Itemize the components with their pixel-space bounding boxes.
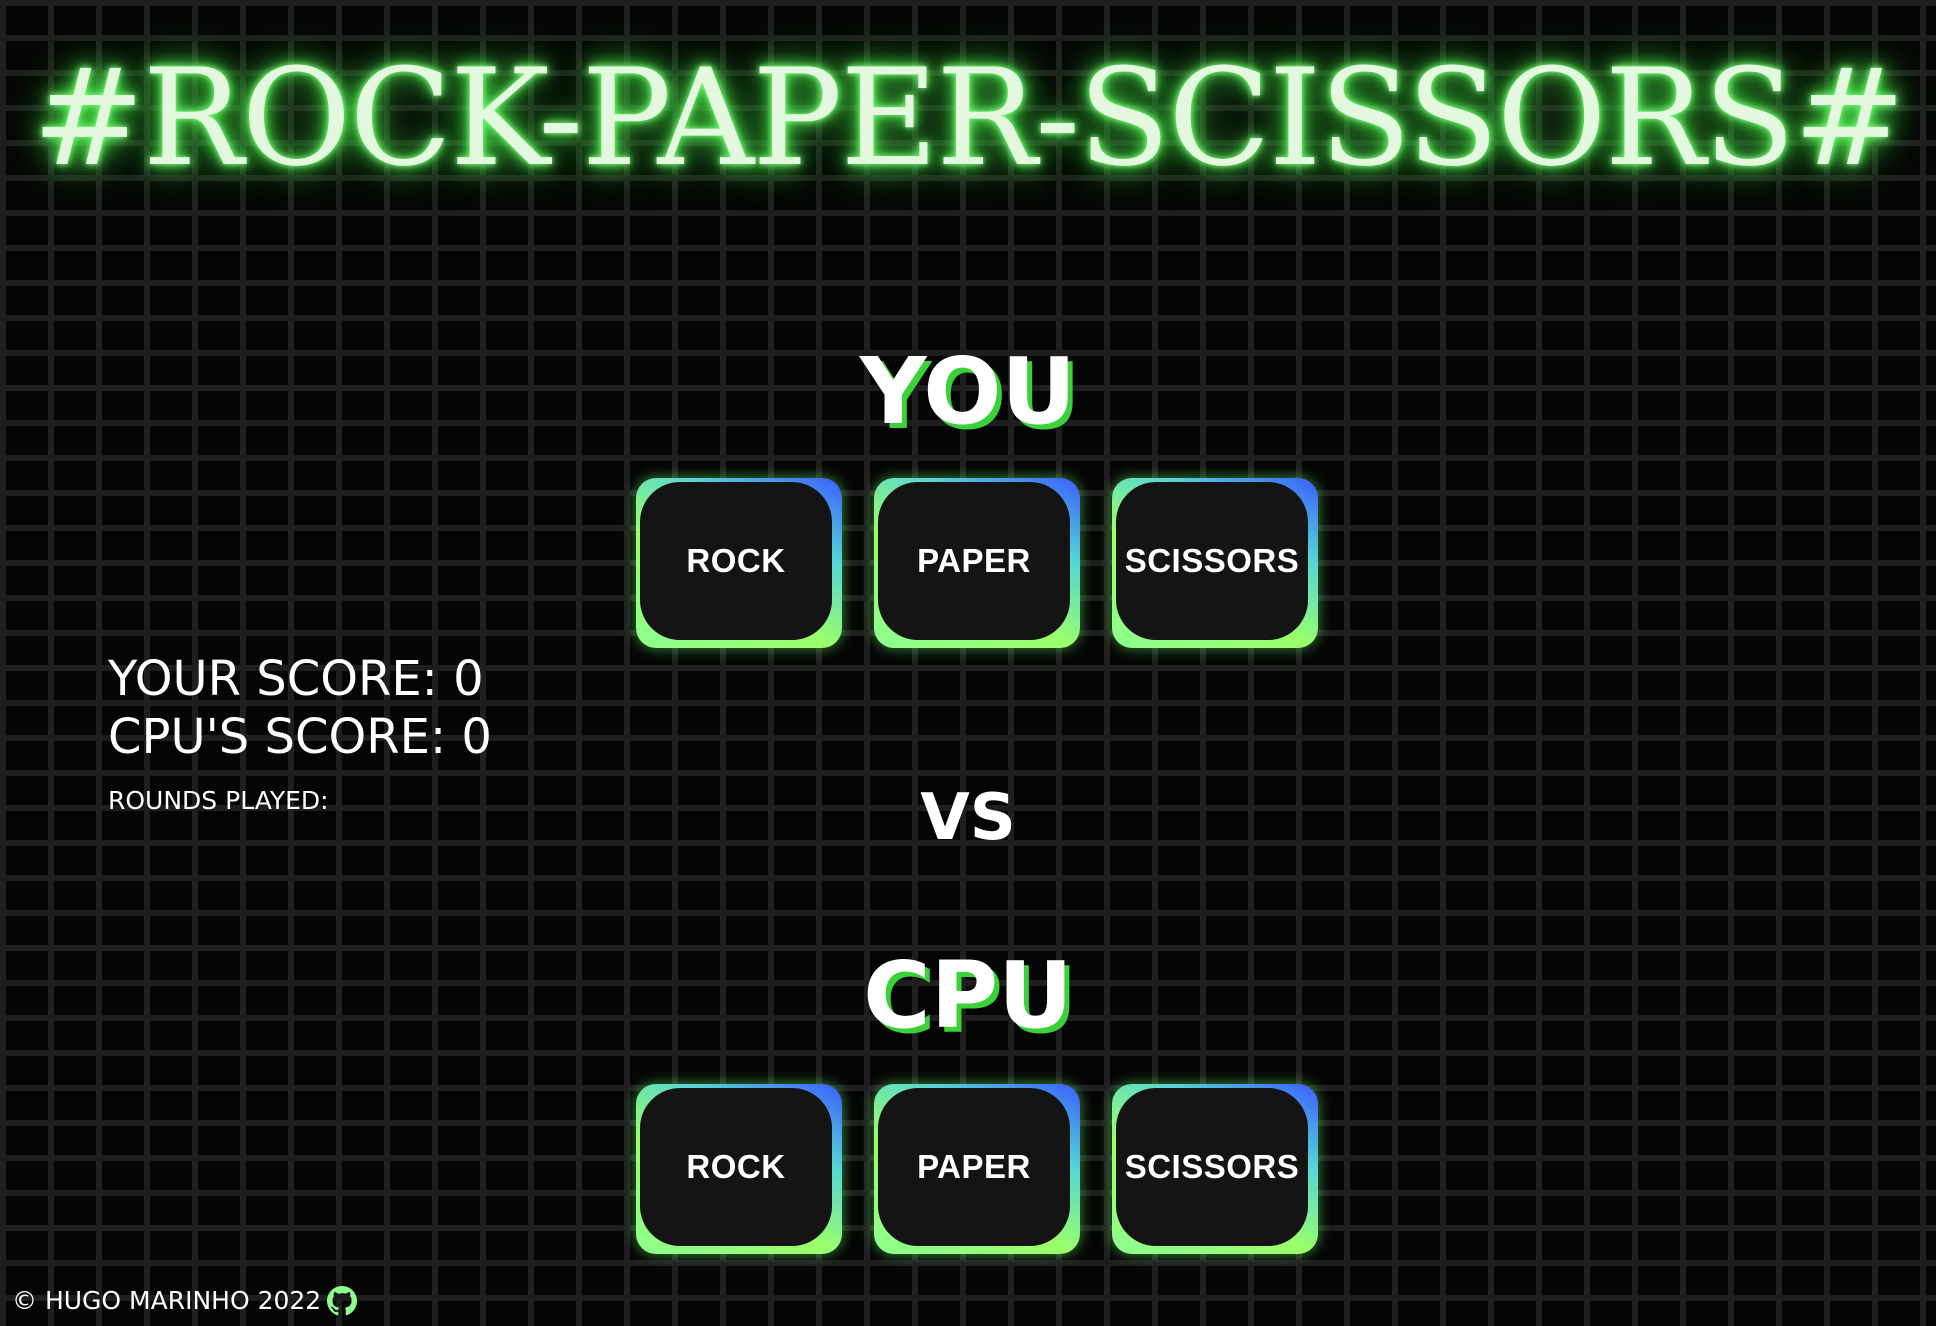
player-choices: ROCK PAPER SCISSORS [636, 478, 1320, 648]
player-paper-button[interactable]: PAPER [874, 478, 1080, 648]
cpu-paper-label: PAPER [878, 1088, 1070, 1246]
player-scissors-button[interactable]: SCISSORS [1112, 478, 1318, 648]
cpu-score: CPU'S SCORE: 0 [108, 709, 492, 765]
vs-label: VS [920, 781, 1016, 855]
game-title: #ROCK-PAPER-SCISSORS# [32, 40, 1905, 196]
cpu-paper-card: PAPER [874, 1084, 1080, 1254]
footer: © HUGO MARINHO 2022 [12, 1284, 358, 1318]
rounds-played: ROUNDS PLAYED: [108, 786, 329, 815]
cpu-rock-card: ROCK [636, 1084, 842, 1254]
github-icon[interactable] [327, 1286, 358, 1316]
footer-copyright: © HUGO MARINHO 2022 [12, 1286, 322, 1315]
player-scissors-label: SCISSORS [1116, 482, 1308, 640]
player-rock-label: ROCK [640, 482, 832, 640]
player-rock-button[interactable]: ROCK [636, 478, 842, 648]
cpu-choices: ROCK PAPER SCISSORS [636, 1084, 1320, 1254]
cpu-rock-label: ROCK [640, 1088, 832, 1246]
your-score: YOUR SCORE: 0 [108, 651, 484, 707]
scoreboard: YOUR SCORE: 0 CPU'S SCORE: 0 ROUNDS PLAY… [108, 650, 492, 816]
player-paper-label: PAPER [878, 482, 1070, 640]
github-icon-svg [327, 1286, 358, 1316]
cpu-label: CPU [863, 942, 1073, 1049]
player-label: YOU [859, 338, 1077, 445]
cpu-scissors-card: SCISSORS [1112, 1084, 1318, 1254]
cpu-scissors-label: SCISSORS [1116, 1088, 1308, 1246]
